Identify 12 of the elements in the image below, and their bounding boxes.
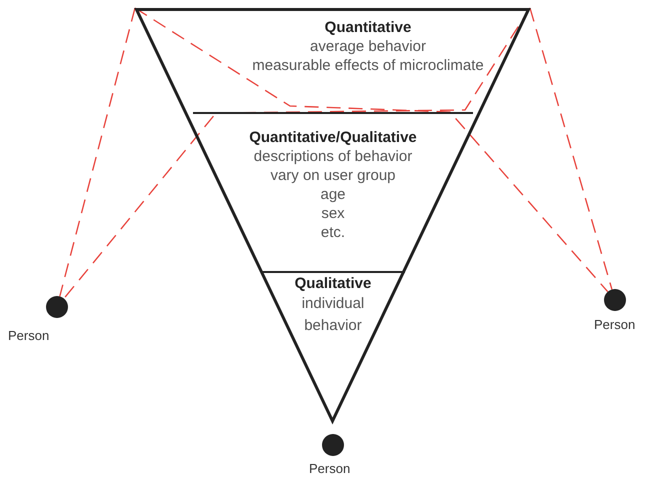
person-label: Person [594,317,636,332]
dashed-line [529,8,613,290]
band-heading: Quantitative [322,18,414,37]
band-heading: Quantitative/Qualitative [247,128,419,147]
person-label: Person [309,461,350,476]
band-text: individual behavior [300,294,366,336]
person-label: Person [8,328,50,343]
dashed-line [134,7,608,292]
band-text: average behavior [308,37,428,56]
dashed-line [59,8,136,297]
band-text: descriptions of behavior [252,147,414,166]
band-heading: Qualitative [292,274,374,293]
